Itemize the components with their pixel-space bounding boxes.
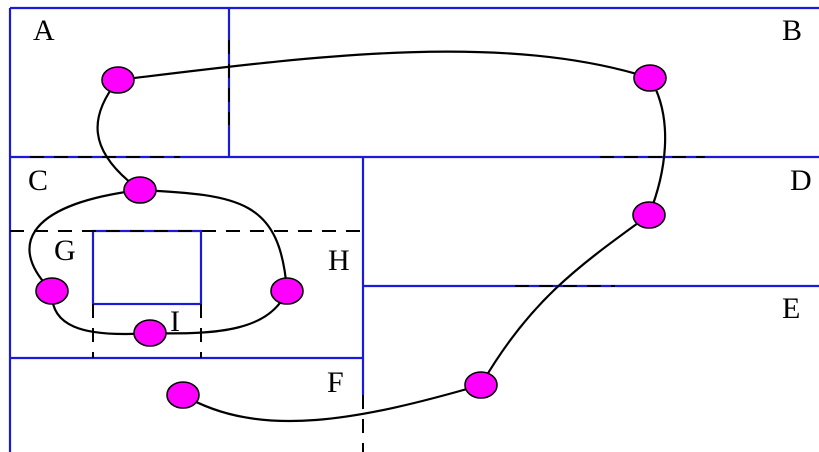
node-f	[166, 381, 200, 409]
node-h	[270, 277, 304, 305]
label-d: D	[790, 164, 812, 197]
curve-a-to-c	[96, 79, 141, 191]
region-labels: A B C D G H I E F	[28, 14, 812, 399]
label-h: H	[328, 244, 350, 277]
curve-c-to-h	[139, 188, 289, 292]
label-i: I	[170, 305, 180, 338]
label-g: G	[54, 234, 76, 267]
curve-a-to-b	[117, 50, 651, 82]
label-a: A	[33, 14, 55, 47]
label-f: F	[327, 366, 344, 399]
dashed-crossings	[10, 40, 705, 452]
node-c	[123, 176, 157, 204]
node-d	[632, 201, 666, 229]
node-a	[101, 66, 135, 94]
nodes	[35, 64, 667, 409]
curve-g-to-c	[28, 188, 141, 292]
region-i-box	[91, 229, 203, 306]
node-b	[633, 64, 667, 92]
curve-b-to-d	[647, 77, 667, 216]
label-c: C	[28, 164, 48, 197]
curve-e-to-f	[182, 383, 482, 423]
label-b: B	[782, 14, 802, 47]
curve-d-to-e	[480, 214, 650, 386]
node-g	[35, 277, 69, 305]
label-e: E	[782, 292, 800, 325]
connecting-curves	[28, 50, 667, 423]
node-i	[133, 319, 167, 347]
node-e	[464, 371, 498, 399]
